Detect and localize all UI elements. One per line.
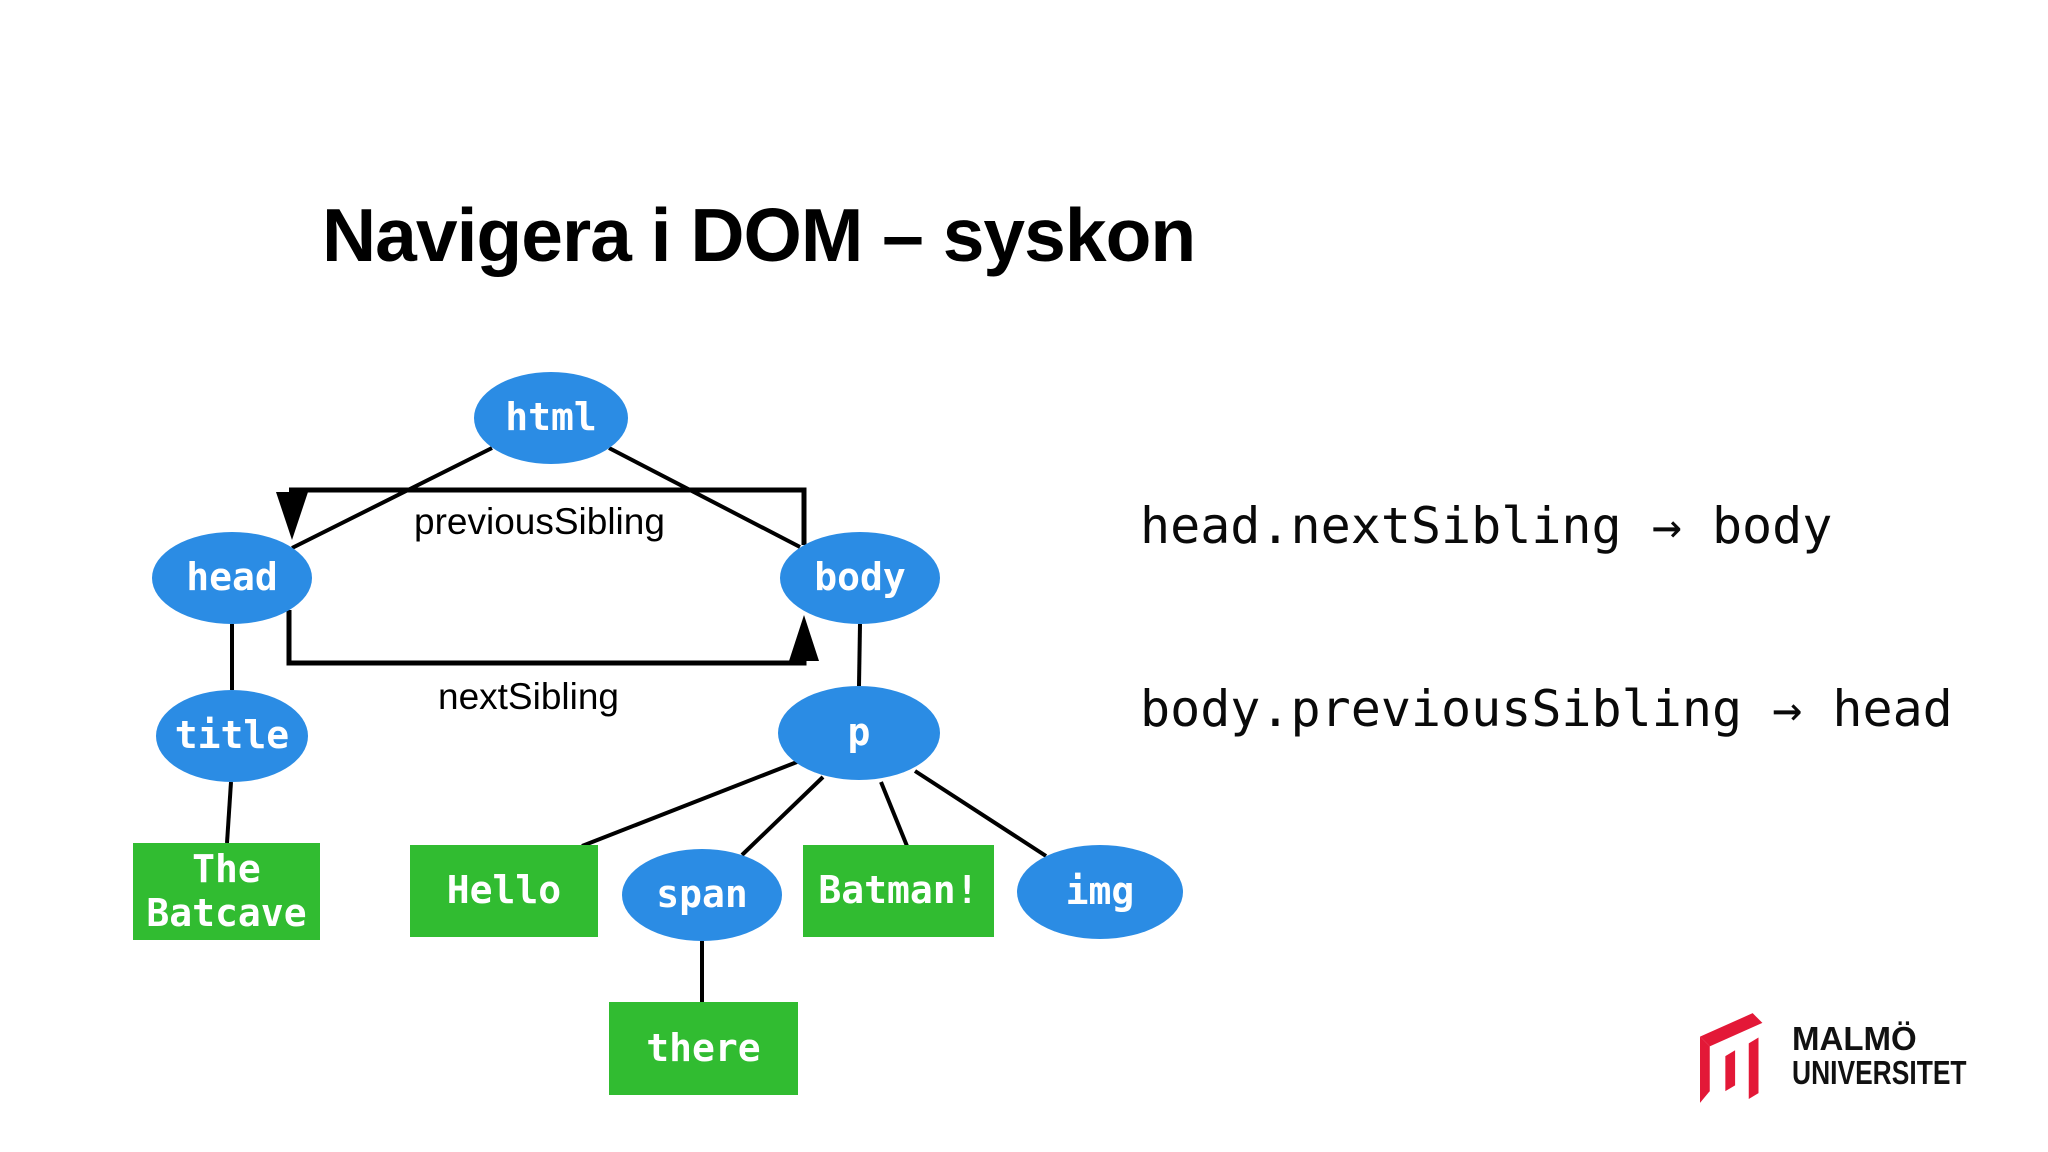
malmo-universitet-logo: MALMÖ UNIVERSITET bbox=[1700, 1012, 2010, 1106]
code-line-1: head.nextSibling → body bbox=[1140, 497, 1833, 555]
node-html: html bbox=[474, 372, 628, 464]
node-batman: Batman! bbox=[803, 845, 994, 937]
node-title: title bbox=[156, 690, 308, 782]
code-line-2: body.previousSibling → head bbox=[1140, 680, 1953, 738]
arrow-line-next-sibling bbox=[286, 610, 807, 666]
node-head: head bbox=[152, 532, 312, 624]
node-batcave: The Batcave bbox=[133, 843, 320, 940]
edge-html-head bbox=[291, 446, 493, 550]
node-img-label: img bbox=[1065, 869, 1135, 914]
edge-title-batcave bbox=[225, 781, 233, 844]
node-span: span bbox=[622, 849, 782, 941]
edge-p-hello bbox=[581, 760, 798, 848]
edge-p-img bbox=[913, 769, 1048, 858]
node-there-label: there bbox=[646, 1025, 761, 1070]
node-body-label: body bbox=[814, 555, 906, 600]
edge-p-span bbox=[740, 775, 825, 857]
arrowhead-previous-sibling-icon bbox=[276, 492, 308, 540]
node-p-label: p bbox=[847, 710, 871, 755]
node-hello: Hello bbox=[410, 845, 598, 937]
node-hello-label: Hello bbox=[446, 868, 562, 913]
malmo-logo-text: MALMÖ UNIVERSITET bbox=[1792, 1012, 2010, 1090]
arrow-line-previous-sibling bbox=[289, 487, 807, 545]
node-batcave-label: The Batcave bbox=[146, 846, 307, 935]
logo-subname: UNIVERSITET bbox=[1792, 1054, 1967, 1091]
edge-html-body bbox=[608, 446, 801, 549]
malmo-logo-mark-icon bbox=[1700, 1013, 1763, 1103]
node-html-label: html bbox=[505, 395, 597, 440]
code-example: head.nextSibling → body body.previousSib… bbox=[1140, 374, 1953, 862]
next-sibling-label: nextSibling bbox=[438, 676, 620, 717]
previous-sibling-label: previousSibling bbox=[414, 501, 665, 542]
node-title-label: title bbox=[174, 713, 290, 758]
node-body: body bbox=[780, 532, 940, 624]
logo-name: MALMÖ bbox=[1792, 1020, 1917, 1057]
node-span-label: span bbox=[656, 872, 748, 917]
edge-body-p bbox=[857, 623, 862, 687]
edge-p-batman bbox=[879, 781, 909, 847]
node-img: img bbox=[1017, 845, 1183, 939]
arrowhead-next-sibling-icon bbox=[789, 615, 819, 661]
node-head-label: head bbox=[186, 555, 278, 600]
node-p: p bbox=[778, 686, 940, 780]
node-batman-label: Batman! bbox=[818, 868, 979, 913]
node-there: there bbox=[609, 1002, 798, 1095]
page-title: Navigera i DOM – syskon bbox=[322, 193, 1196, 277]
